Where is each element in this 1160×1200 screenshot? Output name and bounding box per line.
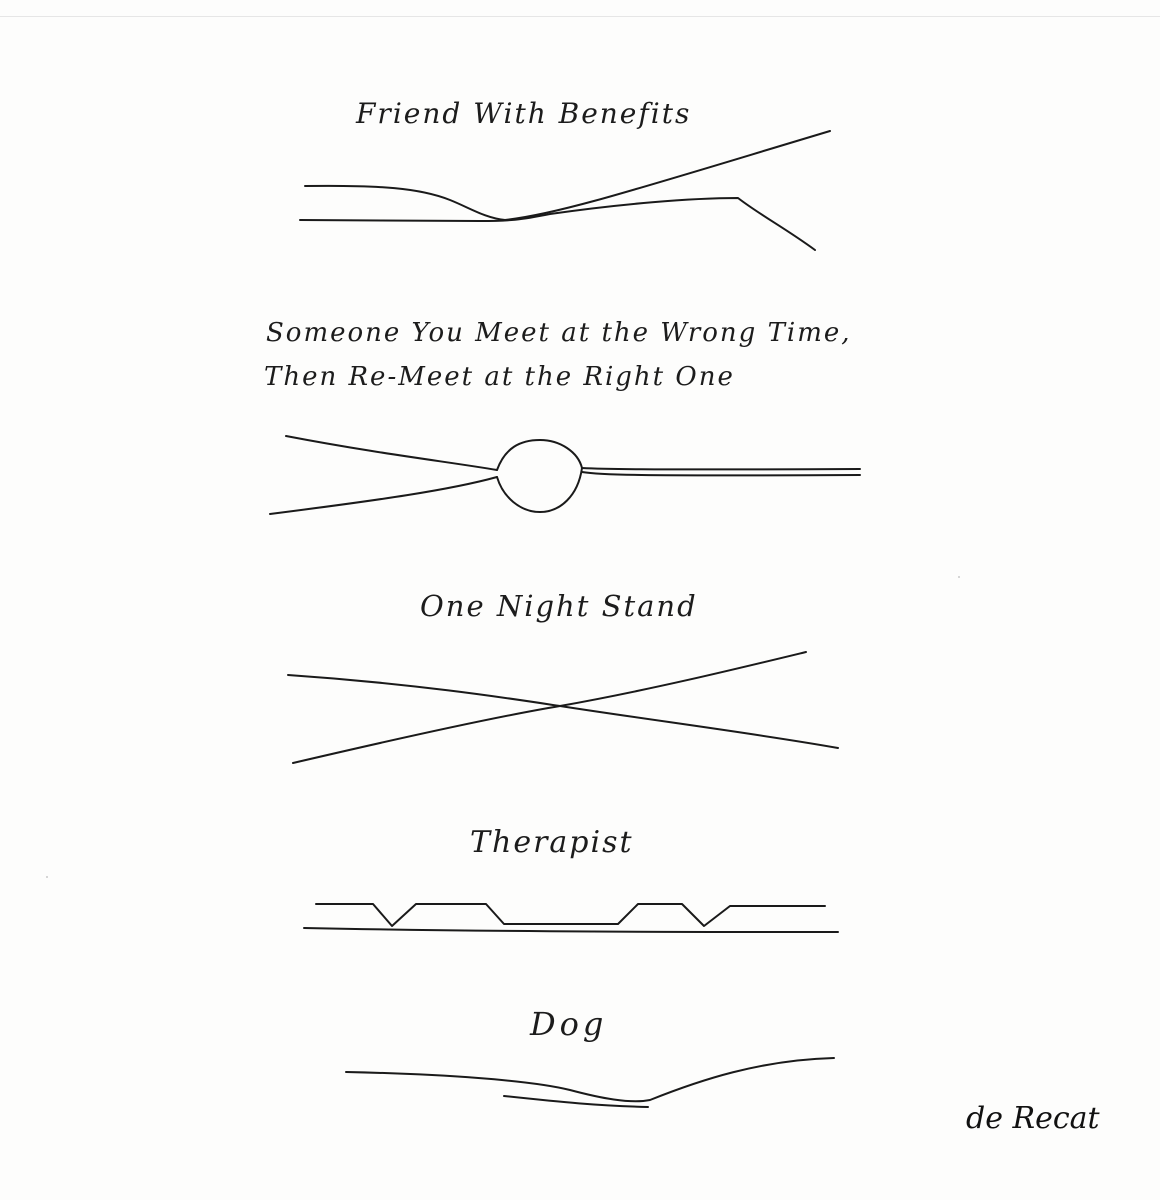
fwb-line-falling [299, 197, 816, 251]
therapist-line-wavy [315, 903, 826, 927]
caption-dog: Dog [530, 1005, 608, 1043]
caption-therapist: Therapist [470, 825, 634, 860]
paper-speck [958, 576, 960, 578]
caption-wrong-time-line-2: Then Re-Meet at the Right One [264, 362, 735, 392]
paper-speck [46, 876, 48, 878]
wrong-time-line-bottom [269, 476, 498, 515]
ons-line-descending [287, 674, 839, 749]
wrong-time-line-out-bottom [581, 471, 861, 477]
wrong-time-line-out-top [581, 467, 861, 471]
therapist-line-straight [303, 927, 839, 933]
fwb-line-rising [304, 130, 831, 221]
therapist-drawing [303, 903, 839, 933]
caption-one-night-stand: One Night Stand [420, 589, 698, 623]
wrong-time-loop [496, 439, 583, 513]
fwb-drawing [299, 130, 831, 251]
dog-line-top [345, 1057, 835, 1103]
dog-line-bottom [503, 1095, 649, 1108]
artist-signature: de Recat [966, 1101, 1100, 1136]
top-divider [0, 16, 1160, 17]
caption-friend-with-benefits: Friend With Benefits [356, 97, 692, 130]
caption-wrong-time-line-1: Someone You Meet at the Wrong Time, [266, 318, 852, 348]
dog-drawing [345, 1057, 835, 1108]
one-night-stand-drawing [287, 651, 839, 764]
wrong-time-drawing [269, 435, 861, 515]
ons-line-ascending [292, 651, 807, 764]
wrong-time-line-top [285, 435, 498, 471]
